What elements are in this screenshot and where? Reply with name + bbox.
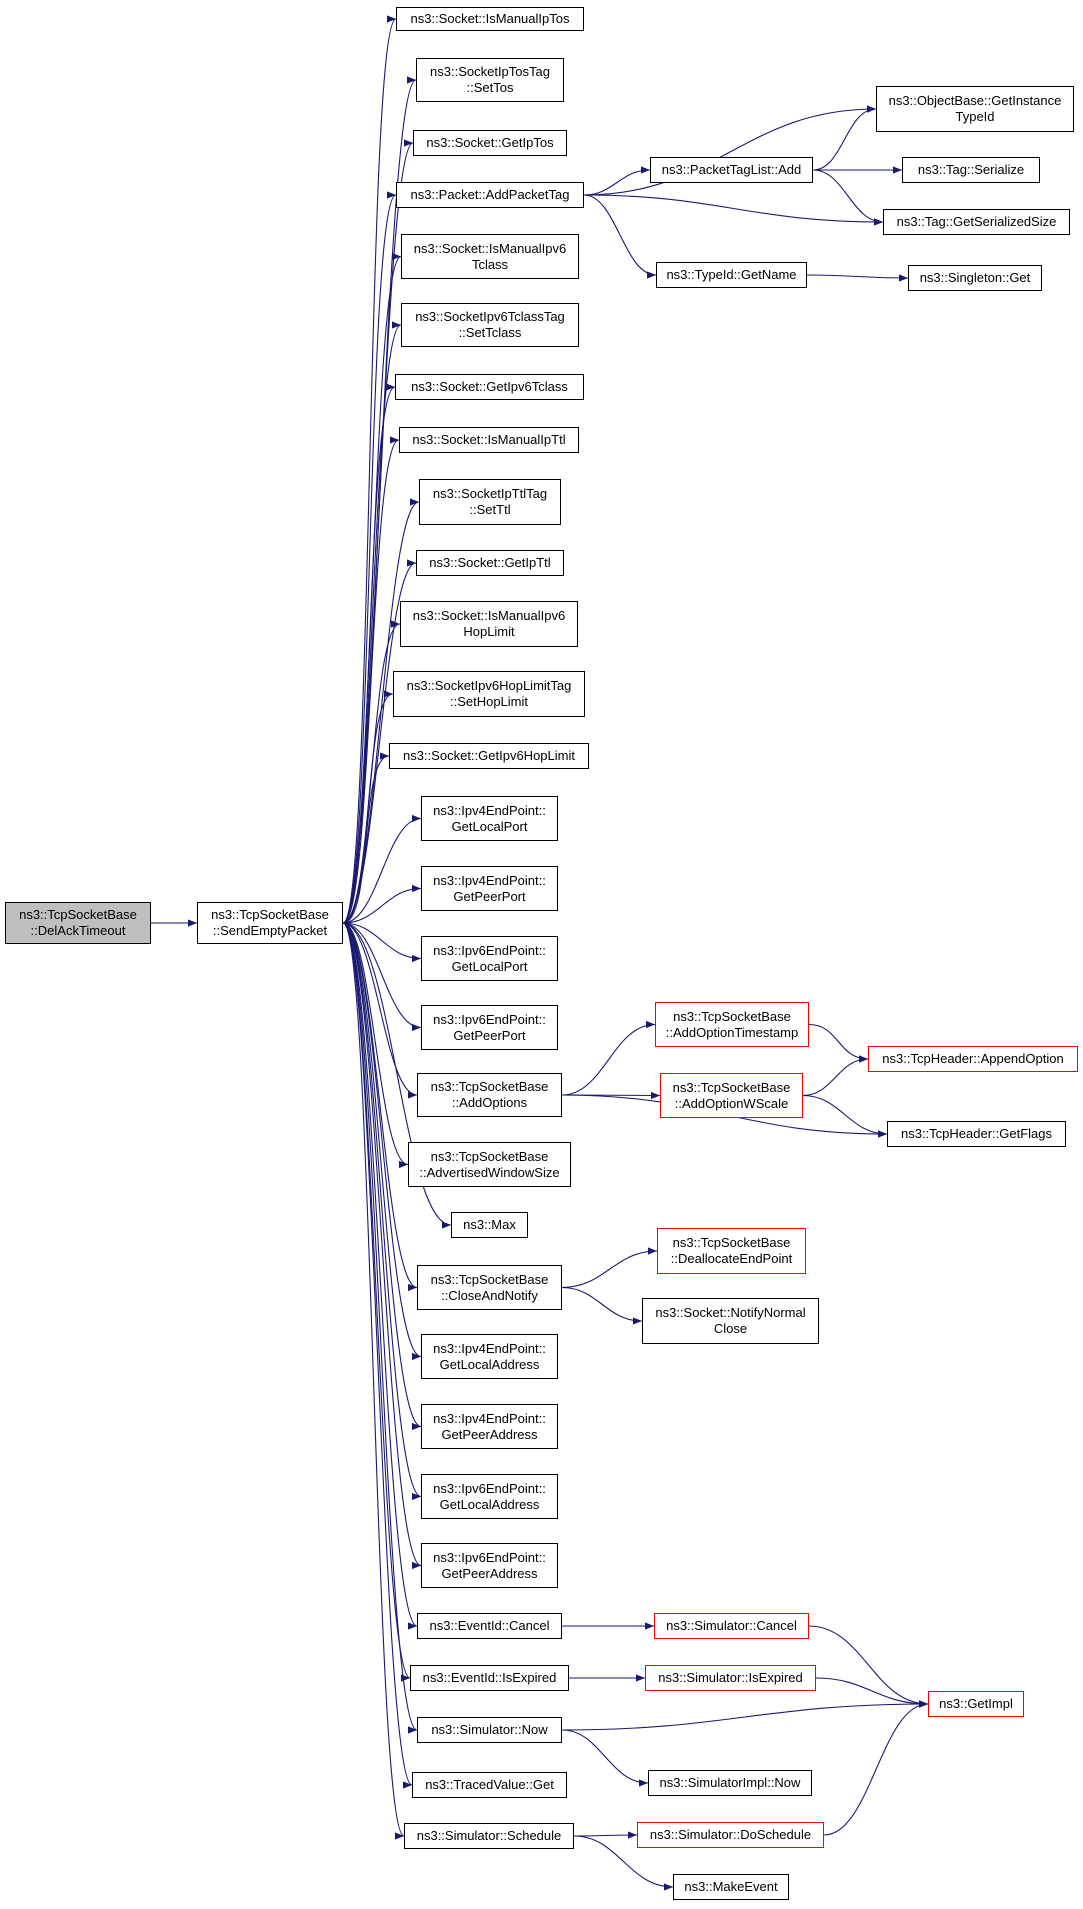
edge-send-to-getIpv6Tclass bbox=[342, 383, 396, 924]
edge-addOptions-to-addOptionTimestamp bbox=[561, 1020, 656, 1096]
edge-simNow-to-getImpl bbox=[561, 1700, 929, 1731]
node-simCancel[interactable]: ns3::Simulator::Cancel bbox=[654, 1613, 809, 1639]
node-getFlags[interactable]: ns3::TcpHeader::GetFlags bbox=[887, 1121, 1066, 1147]
node-eventCancel[interactable]: ns3::EventId::Cancel bbox=[417, 1613, 562, 1639]
edge-simNow-to-simImplNow bbox=[561, 1729, 649, 1787]
edge-send-to-ipv6GetLocalAddr bbox=[342, 922, 422, 1500]
node-typeIdGetName[interactable]: ns3::TypeId::GetName bbox=[656, 262, 807, 288]
node-appendOption[interactable]: ns3::TcpHeader::AppendOption bbox=[868, 1046, 1078, 1072]
edge-send-to-setTclass bbox=[342, 321, 402, 924]
edge-simCancel-to-getImpl bbox=[808, 1625, 929, 1708]
edge-send-to-ipv4GetLocalAddr bbox=[342, 922, 422, 1360]
edge-tagListAdd-to-tagGetSerializedSize bbox=[812, 169, 884, 226]
node-addOptionWScale[interactable]: ns3::TcpSocketBase::AddOptionWScale bbox=[660, 1073, 803, 1118]
edge-send-to-getIpv6HopLimit bbox=[342, 752, 390, 924]
edge-send-to-ipv4GetPeerAddr bbox=[342, 922, 422, 1430]
edge-send-to-advWindowSize bbox=[342, 922, 409, 1169]
node-ipv4GetPeerAddr[interactable]: ns3::Ipv4EndPoint::GetPeerAddress bbox=[421, 1404, 558, 1449]
node-simIsExpired[interactable]: ns3::Simulator::IsExpired bbox=[645, 1665, 816, 1691]
node-singletonGet[interactable]: ns3::Singleton::Get bbox=[908, 265, 1042, 291]
edge-send-to-addOptions bbox=[342, 922, 418, 1099]
edge-send-to-addPacketTag bbox=[342, 191, 397, 924]
edge-send-to-isManualIpTos bbox=[342, 15, 397, 924]
node-makeEvent[interactable]: ns3::MakeEvent bbox=[673, 1874, 789, 1900]
edge-addPacketTag-to-tagGetSerializedSize bbox=[583, 194, 884, 226]
node-tagListAdd[interactable]: ns3::PacketTagList::Add bbox=[650, 157, 813, 183]
node-root: ns3::TcpSocketBase::DelAckTimeout bbox=[5, 902, 151, 944]
edge-addOptionWScale-to-appendOption bbox=[802, 1055, 869, 1097]
node-ipv6GetPeerPort[interactable]: ns3::Ipv6EndPoint::GetPeerPort bbox=[421, 1005, 558, 1050]
node-deallocEndPoint[interactable]: ns3::TcpSocketBase::DeallocateEndPoint bbox=[657, 1228, 806, 1274]
node-simSchedule[interactable]: ns3::Simulator::Schedule bbox=[404, 1823, 574, 1849]
edge-addOptionTimestamp-to-appendOption bbox=[808, 1023, 869, 1063]
node-addPacketTag[interactable]: ns3::Packet::AddPacketTag bbox=[396, 182, 584, 208]
node-ipv6GetPeerAddr[interactable]: ns3::Ipv6EndPoint::GetPeerAddress bbox=[421, 1543, 558, 1588]
node-tagSerialize[interactable]: ns3::Tag::Serialize bbox=[902, 157, 1040, 183]
edge-closeAndNotify-to-deallocEndPoint bbox=[561, 1247, 658, 1289]
node-simImplNow[interactable]: ns3::SimulatorImpl::Now bbox=[648, 1770, 812, 1796]
node-advWindowSize[interactable]: ns3::TcpSocketBase::AdvertisedWindowSize bbox=[408, 1142, 571, 1187]
node-addOptionTimestamp[interactable]: ns3::TcpSocketBase::AddOptionTimestamp bbox=[655, 1002, 809, 1047]
edge-send-to-ipv4GetLocalPort bbox=[342, 814, 422, 924]
edge-send-to-ipv6GetLocalPort bbox=[342, 922, 422, 963]
node-setTclass[interactable]: ns3::SocketIpv6TclassTag::SetTclass bbox=[401, 303, 579, 347]
edge-send-to-isManualIpTtl bbox=[342, 436, 400, 924]
edge-send-to-simSchedule bbox=[342, 922, 405, 1840]
edge-send-to-eventCancel bbox=[342, 922, 418, 1630]
edge-send-to-setHopLimit bbox=[342, 690, 394, 924]
edge-send-to-eventIsExpired bbox=[342, 922, 411, 1682]
node-send[interactable]: ns3::TcpSocketBase::SendEmptyPacket bbox=[197, 902, 343, 944]
node-tracedGet[interactable]: ns3::TracedValue::Get bbox=[412, 1772, 567, 1798]
edge-closeAndNotify-to-notifyNormalClose bbox=[561, 1286, 643, 1325]
node-eventIsExpired[interactable]: ns3::EventId::IsExpired bbox=[410, 1665, 569, 1691]
node-getIpTos[interactable]: ns3::Socket::GetIpTos bbox=[413, 130, 567, 156]
node-getIpv6Tclass[interactable]: ns3::Socket::GetIpv6Tclass bbox=[395, 374, 584, 400]
node-ipv4GetPeerPort[interactable]: ns3::Ipv4EndPoint::GetPeerPort bbox=[421, 866, 558, 911]
edge-addPacketTag-to-getInstanceTypeId bbox=[583, 105, 877, 196]
edge-send-to-ipv4GetPeerPort bbox=[342, 884, 422, 924]
edge-send-to-max bbox=[342, 922, 452, 1229]
node-max[interactable]: ns3::Max bbox=[451, 1212, 528, 1238]
node-ipv6GetLocalAddr[interactable]: ns3::Ipv6EndPoint::GetLocalAddress bbox=[421, 1474, 558, 1519]
edge-simSchedule-to-doSchedule bbox=[573, 1831, 638, 1839]
edge-send-to-ipv6GetPeerAddr bbox=[342, 922, 422, 1569]
node-isManualIpTos[interactable]: ns3::Socket::IsManualIpTos bbox=[396, 7, 584, 31]
edge-send-to-simNow bbox=[342, 922, 418, 1734]
node-setTtl[interactable]: ns3::SocketIpTtlTag::SetTtl bbox=[419, 479, 561, 525]
edge-doSchedule-to-getImpl bbox=[823, 1700, 929, 1836]
edge-tagListAdd-to-getInstanceTypeId bbox=[812, 105, 877, 171]
node-isManualIpTtl[interactable]: ns3::Socket::IsManualIpTtl bbox=[399, 427, 579, 453]
edge-send-to-tracedGet bbox=[342, 922, 413, 1789]
node-doSchedule[interactable]: ns3::Simulator::DoSchedule bbox=[637, 1822, 824, 1848]
node-simNow[interactable]: ns3::Simulator::Now bbox=[417, 1717, 562, 1743]
node-getIpTtl[interactable]: ns3::Socket::GetIpTtl bbox=[416, 550, 564, 576]
edge-addPacketTag-to-tagListAdd bbox=[583, 166, 651, 196]
node-tagGetSerializedSize[interactable]: ns3::Tag::GetSerializedSize bbox=[883, 209, 1070, 235]
node-ipv6GetLocalPort[interactable]: ns3::Ipv6EndPoint::GetLocalPort bbox=[421, 936, 558, 981]
node-ipv4GetLocalPort[interactable]: ns3::Ipv4EndPoint::GetLocalPort bbox=[421, 796, 558, 841]
node-addOptions[interactable]: ns3::TcpSocketBase::AddOptions bbox=[417, 1073, 562, 1117]
edge-addOptionWScale-to-getFlags bbox=[802, 1094, 888, 1138]
node-ipv4GetLocalAddr[interactable]: ns3::Ipv4EndPoint::GetLocalAddress bbox=[421, 1334, 558, 1379]
node-getIpv6HopLimit[interactable]: ns3::Socket::GetIpv6HopLimit bbox=[389, 743, 589, 769]
edge-send-to-ipv6GetPeerPort bbox=[342, 922, 422, 1032]
edge-simSchedule-to-makeEvent bbox=[573, 1835, 674, 1891]
node-setHopLimit[interactable]: ns3::SocketIpv6HopLimitTag::SetHopLimit bbox=[393, 671, 585, 717]
edge-typeIdGetName-to-singletonGet bbox=[806, 274, 909, 282]
node-closeAndNotify[interactable]: ns3::TcpSocketBase::CloseAndNotify bbox=[417, 1265, 562, 1310]
node-setTos[interactable]: ns3::SocketIpTosTag::SetTos bbox=[416, 58, 564, 102]
edge-simIsExpired-to-getImpl bbox=[815, 1677, 929, 1708]
edge-addPacketTag-to-typeIdGetName bbox=[583, 194, 657, 279]
node-getImpl[interactable]: ns3::GetImpl bbox=[928, 1691, 1024, 1717]
edge-send-to-closeAndNotify bbox=[342, 922, 418, 1292]
